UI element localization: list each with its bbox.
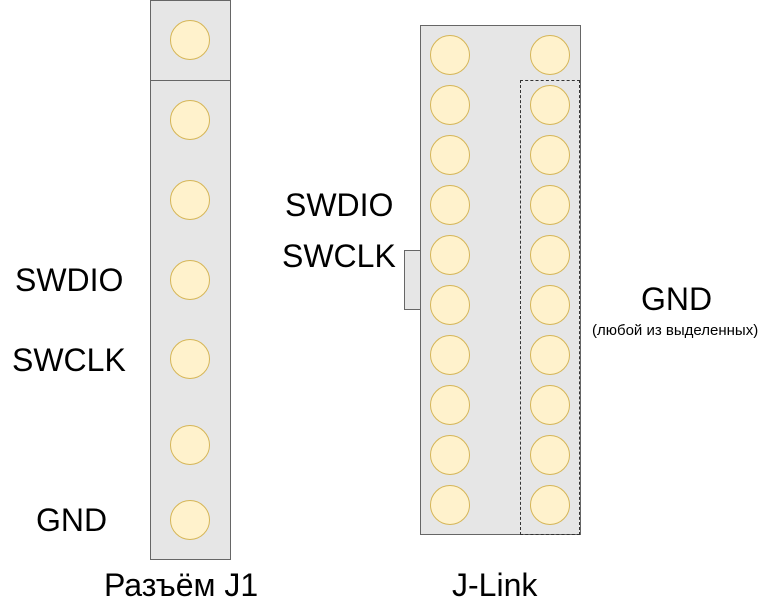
jlink-gnd-note: (любой из выделенных) [592,322,759,339]
jlink-pin-swclk [430,235,470,275]
jlink-pin-gnd-20 [530,485,570,525]
j1-pin-swdio [170,260,210,300]
j1-pin-2 [170,100,210,140]
jlink-pin-19 [430,485,470,525]
jlink-pin-gnd-4 [530,85,570,125]
j1-pin-swclk [170,339,210,379]
j1-body [150,80,231,560]
jlink-pin-3 [430,85,470,125]
jlink-swdio-label: SWDIO [285,187,394,223]
j1-pin-3 [170,180,210,220]
jlink-pin-1 [430,35,470,75]
jlink-swclk-label: SWCLK [282,238,396,274]
jlink-pin-gnd-16 [530,385,570,425]
j1-caption: Разъём J1 [104,567,259,603]
j1-swclk-label: SWCLK [12,342,126,378]
j1-gnd-label: GND [36,502,108,538]
j1-swdio-label: SWDIO [15,262,124,298]
jlink-gnd-highlight [520,80,580,535]
jlink-pin-11 [430,285,470,325]
jlink-pin-gnd-10 [530,235,570,275]
jlink-pin-17 [430,435,470,475]
jlink-pin-gnd-12 [530,285,570,325]
jlink-pin-5 [430,135,470,175]
j1-pin-6 [170,425,210,465]
jlink-pin-13 [430,335,470,375]
jlink-pin-gnd-8 [530,185,570,225]
jlink-pin-swdio [430,185,470,225]
j1-pin-gnd [170,500,210,540]
jlink-pin-2 [530,35,570,75]
jlink-gnd-label: GND [641,281,713,317]
jlink-pin-gnd-18 [530,435,570,475]
j1-pin-1 [170,20,210,60]
jlink-pin-gnd-14 [530,335,570,375]
jlink-pin-gnd-6 [530,135,570,175]
jlink-pin-15 [430,385,470,425]
jlink-caption: J-Link [452,567,538,603]
